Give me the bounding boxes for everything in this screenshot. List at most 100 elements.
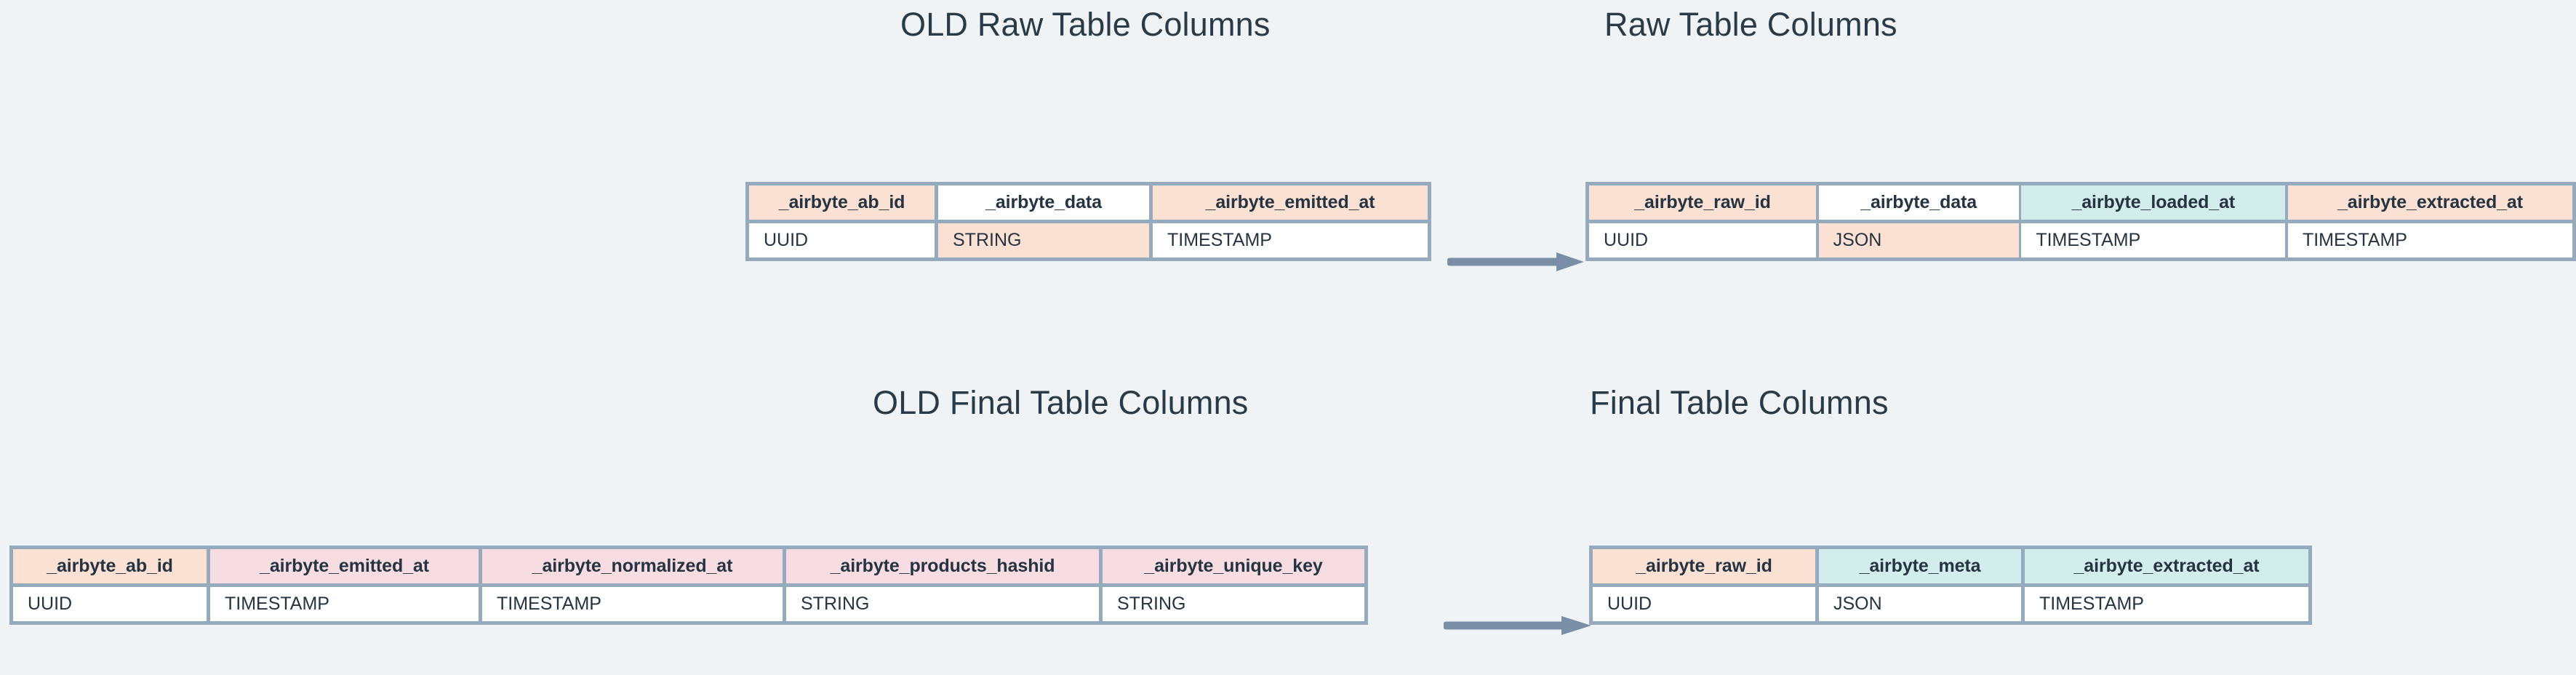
section-title-old-final: OLD Final Table Columns	[873, 384, 1249, 421]
column-type-cell: TIMESTAMP	[2021, 223, 2286, 257]
column-type: UUID	[1589, 223, 1816, 257]
column-type-cell: TIMESTAMP	[1153, 223, 1428, 257]
column-header: _airbyte_loaded_at	[2021, 185, 2286, 223]
column-type-cell: JSON	[1819, 587, 2021, 621]
column-separator	[783, 587, 786, 621]
column-type-cell: TIMESTAMP	[210, 587, 479, 621]
column-header-cell: _airbyte_loaded_at	[2021, 185, 2286, 220]
table-header-row: _airbyte_raw_id_airbyte_meta_airbyte_ext…	[1593, 549, 2308, 587]
column-header-cell: _airbyte_products_hashid	[786, 549, 1099, 583]
column-separator	[2018, 185, 2022, 223]
column-type-cell: TIMESTAMP	[2025, 587, 2308, 621]
column-separator	[783, 549, 786, 587]
column-type: TIMESTAMP	[2287, 223, 2572, 257]
column-separator	[1149, 223, 1153, 257]
column-header: _airbyte_emitted_at	[1153, 185, 1428, 223]
section-title-old-raw: OLD Raw Table Columns	[900, 6, 1271, 43]
section-title-raw: Raw Table Columns	[1604, 6, 1897, 43]
table-old-final-columns: _airbyte_ab_id_airbyte_emitted_at_airbyt…	[9, 546, 1368, 625]
column-separator	[1815, 549, 1819, 587]
column-separator	[1816, 223, 1819, 257]
column-type: TIMESTAMP	[1153, 223, 1428, 257]
column-separator	[2021, 587, 2025, 621]
column-separator	[2285, 185, 2288, 223]
column-header: _airbyte_products_hashid	[786, 549, 1099, 587]
column-header: _airbyte_meta	[1819, 549, 2021, 587]
column-header-cell: _airbyte_unique_key	[1103, 549, 1364, 583]
column-header: _airbyte_ab_id	[749, 185, 935, 223]
column-separator	[1099, 587, 1103, 621]
column-type: STRING	[1103, 587, 1364, 621]
column-header-cell: _airbyte_emitted_at	[210, 549, 479, 583]
column-type: UUID	[749, 223, 935, 257]
column-separator	[1815, 587, 1819, 621]
column-type-cell: UUID	[13, 587, 207, 621]
table-old-raw-columns: _airbyte_ab_id_airbyte_data_airbyte_emit…	[745, 182, 1431, 261]
column-separator	[207, 549, 210, 587]
column-type: TIMESTAMP	[2025, 587, 2308, 621]
column-type-cell: TIMESTAMP	[482, 587, 783, 621]
column-header: _airbyte_unique_key	[1103, 549, 1364, 587]
column-header-cell: _airbyte_emitted_at	[1153, 185, 1428, 220]
column-separator	[1099, 549, 1103, 587]
column-header: _airbyte_extracted_at	[2287, 185, 2572, 223]
column-separator	[935, 223, 938, 257]
column-header-cell: _airbyte_raw_id	[1589, 185, 1816, 220]
column-header: _airbyte_data	[1818, 185, 2019, 223]
column-separator	[207, 587, 210, 621]
column-type: TIMESTAMP	[2021, 223, 2286, 257]
column-header: _airbyte_data	[938, 185, 1149, 223]
column-header: _airbyte_normalized_at	[482, 549, 783, 587]
column-separator	[1149, 185, 1153, 223]
column-type-cell: UUID	[1589, 223, 1816, 257]
column-separator	[935, 185, 938, 223]
column-type: UUID	[1593, 587, 1815, 621]
table-raw-columns: _airbyte_raw_id_airbyte_data_airbyte_loa…	[1585, 182, 2576, 261]
column-separator	[1816, 185, 1819, 223]
column-type: STRING	[786, 587, 1099, 621]
column-type-cell: STRING	[1103, 587, 1364, 621]
column-header-cell: _airbyte_raw_id	[1593, 549, 1815, 583]
table-header-row: _airbyte_raw_id_airbyte_data_airbyte_loa…	[1589, 185, 2572, 223]
column-type: JSON	[1818, 223, 2019, 257]
column-type: TIMESTAMP	[210, 587, 479, 621]
column-type: JSON	[1819, 587, 2021, 621]
table-header-row: _airbyte_ab_id_airbyte_data_airbyte_emit…	[749, 185, 1428, 223]
arrow-right-icon-final	[1444, 615, 1593, 636]
column-header-cell: _airbyte_extracted_at	[2287, 185, 2572, 220]
column-type-cell: UUID	[1593, 587, 1815, 621]
column-type-cell: STRING	[938, 223, 1149, 257]
column-type: UUID	[13, 587, 207, 621]
column-header: _airbyte_emitted_at	[210, 549, 479, 587]
column-header-cell: _airbyte_data	[1818, 185, 2019, 220]
arrow-right-icon-raw	[1447, 251, 1585, 273]
column-type-cell: STRING	[786, 587, 1099, 621]
column-separator	[2021, 549, 2025, 587]
column-separator	[2018, 223, 2022, 257]
column-header: _airbyte_raw_id	[1593, 549, 1815, 587]
column-header-cell: _airbyte_ab_id	[13, 549, 207, 583]
column-header: _airbyte_ab_id	[13, 549, 207, 587]
column-separator	[2285, 223, 2288, 257]
column-type: STRING	[938, 223, 1149, 257]
column-type-cell: JSON	[1818, 223, 2019, 257]
column-header: _airbyte_raw_id	[1589, 185, 1816, 223]
table-final-columns: _airbyte_raw_id_airbyte_meta_airbyte_ext…	[1589, 546, 2312, 625]
column-header-cell: _airbyte_data	[938, 185, 1149, 220]
column-separator	[479, 587, 482, 621]
column-header-cell: _airbyte_extracted_at	[2025, 549, 2308, 583]
column-header-cell: _airbyte_meta	[1819, 549, 2021, 583]
column-type-cell: UUID	[749, 223, 935, 257]
section-title-final: Final Table Columns	[1590, 384, 1889, 421]
column-header-cell: _airbyte_ab_id	[749, 185, 935, 220]
column-separator	[479, 549, 482, 587]
column-header-cell: _airbyte_normalized_at	[482, 549, 783, 583]
table-header-row: _airbyte_ab_id_airbyte_emitted_at_airbyt…	[13, 549, 1364, 587]
column-type: TIMESTAMP	[482, 587, 783, 621]
column-type-cell: TIMESTAMP	[2287, 223, 2572, 257]
